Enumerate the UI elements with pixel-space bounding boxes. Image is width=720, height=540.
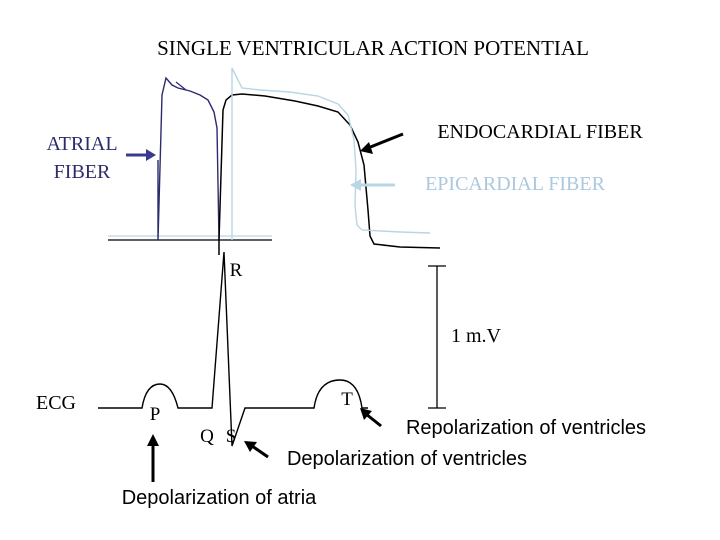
atrial-fiber-label-line1: ATRIAL <box>46 133 117 155</box>
endocardial-fiber-trace <box>218 93 441 255</box>
endocardial-fiber-label: ENDOCARDIAL FIBER <box>437 121 643 143</box>
q-wave-label: Q <box>200 426 214 447</box>
epicardial-fiber-trace <box>231 67 431 240</box>
s-wave-label: S <box>226 426 237 447</box>
depolarization-ventricles-arrow-shaft <box>251 444 269 459</box>
epicardial-arrow-head <box>350 179 361 191</box>
atrial-fiber-label-line2: FIBER <box>54 161 111 183</box>
repolarization-arrow-shaft <box>365 412 382 428</box>
repolarization-ventricles-label: Repolarization of ventricles <box>406 417 646 439</box>
scale-label: 1 m.V <box>451 325 502 347</box>
depolarization-atria-arrow-head <box>147 434 159 446</box>
atrial-fiber-notch <box>175 81 187 91</box>
diagram-title: SINGLE VENTRICULAR ACTION POTENTIAL <box>157 36 589 60</box>
ecg-label: ECG <box>36 392 76 414</box>
endocardial-arrow-head <box>360 142 373 154</box>
atrial-arrow-head <box>146 149 156 161</box>
depolarization-ventricles-arrow-head <box>244 441 257 452</box>
depolarization-atria-label: Depolarization of atria <box>122 487 317 509</box>
endocardial-arrow-shaft <box>367 132 404 150</box>
r-wave-label: R <box>230 260 243 281</box>
depolarization-ventricles-label: Depolarization of ventricles <box>287 448 527 470</box>
atrial-fiber-trace <box>157 76 220 241</box>
repolarization-arrow-head <box>360 408 372 420</box>
t-wave-label: T <box>341 389 353 410</box>
p-wave-label: P <box>150 404 161 425</box>
epicardial-fiber-label: EPICARDIAL FIBER <box>425 173 605 195</box>
ecg-trace <box>98 251 368 447</box>
